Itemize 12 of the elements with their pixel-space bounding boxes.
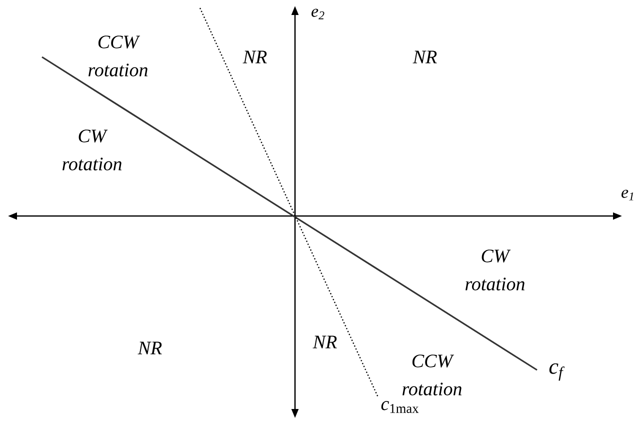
axis-label: e$_{1}$ bbox=[622, 190, 634, 200]
line-label: c$_{1max}$ bbox=[381, 401, 419, 413]
region-label: CW rotation bbox=[62, 130, 122, 170]
region-label: NR bbox=[312, 336, 337, 348]
region-label: CW rotation bbox=[466, 250, 524, 290]
region-label: NR bbox=[242, 50, 267, 64]
region-label: CCW rotation bbox=[88, 36, 148, 76]
region-label: CCW rotation bbox=[402, 354, 462, 396]
region-label: NR bbox=[412, 50, 437, 64]
line-label: c$_{f}$ bbox=[549, 363, 565, 381]
axis-label: e$_{2}$ bbox=[312, 8, 324, 20]
region-label: NR bbox=[138, 342, 162, 354]
